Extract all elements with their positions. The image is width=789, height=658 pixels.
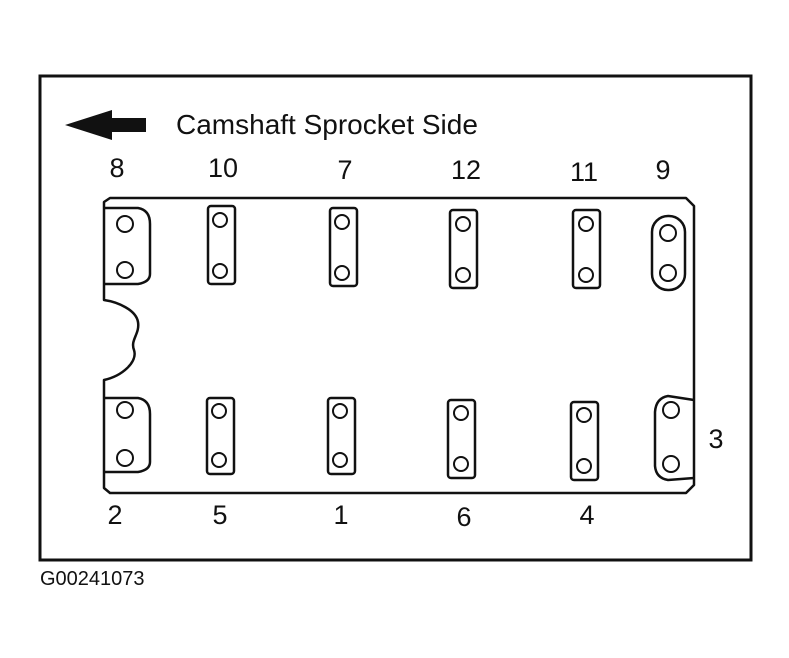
sequence-number-top-4: 12 [451,155,481,185]
sequence-number-bottom-3: 1 [333,500,348,530]
arrow-left-icon [65,110,146,140]
bearing-cap-top-6 [650,214,687,292]
bearing-cap-top-1 [104,206,152,286]
sequence-number-top-5: 11 [570,157,598,187]
bearing-cap-top-2 [206,204,237,286]
bearing-cap-bottom-6 [653,394,695,482]
sequence-number-top-2: 10 [208,153,238,183]
sequence-number-bottom-1: 2 [107,500,122,530]
figure-id: G00241073 [40,568,145,590]
header-title: Camshaft Sprocket Side [176,109,478,140]
sequence-number-bottom-5: 4 [579,500,594,530]
bearing-cap-bottom-1 [104,396,152,474]
sequence-number-bottom-4: 6 [456,502,471,532]
diagram-frame [38,74,753,562]
bearing-cap-bottom-4 [446,398,477,480]
bearing-cap-top-4 [448,208,479,290]
bearing-cap-bottom-5 [569,400,600,482]
bearing-cap-top-5 [571,208,602,290]
bearing-cap-top-3 [328,206,359,288]
cylinder-head-outline [102,196,696,495]
sequence-number-top-3: 7 [337,155,352,185]
sequence-number-bottom-2: 5 [212,500,227,530]
bearing-cap-bottom-3 [326,396,357,476]
bearing-cap-bottom-2 [205,396,236,476]
sequence-number-top-6: 9 [655,155,670,185]
sequence-number-top-1: 8 [109,153,124,183]
sequence-number-right: 3 [708,424,723,454]
